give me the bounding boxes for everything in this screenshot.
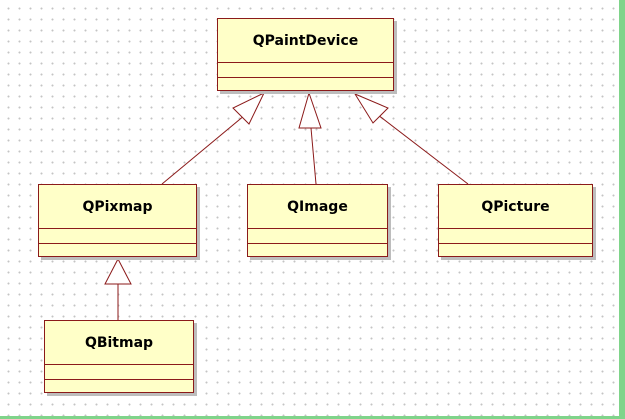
- class-name: QImage: [248, 185, 387, 229]
- class-qbitmap[interactable]: QBitmap: [44, 320, 194, 393]
- canvas-bottom-border: [0, 416, 625, 419]
- operations-compartment: [439, 244, 592, 257]
- class-qpicture[interactable]: QPicture: [438, 184, 593, 257]
- operations-compartment: [218, 78, 393, 91]
- generalization-qimage-qpaintdevice[interactable]: [298, 91, 322, 185]
- attributes-compartment: [45, 365, 193, 380]
- inheritance-arrow-icon: [104, 257, 132, 285]
- operations-compartment: [39, 244, 196, 257]
- class-qimage[interactable]: QImage: [247, 184, 388, 257]
- attributes-compartment: [39, 229, 196, 244]
- link-line: [310, 127, 317, 185]
- attributes-compartment: [218, 63, 393, 78]
- class-name: QPaintDevice: [218, 19, 393, 63]
- operations-compartment: [248, 244, 387, 257]
- attributes-compartment: [439, 229, 592, 244]
- generalization-qpicture-qpaintdevice[interactable]: [353, 92, 469, 185]
- inheritance-arrow-icon: [353, 92, 389, 124]
- attributes-compartment: [248, 229, 387, 244]
- inheritance-arrow-icon: [298, 91, 322, 129]
- class-name: QBitmap: [45, 321, 193, 365]
- link-line: [377, 114, 469, 185]
- canvas-right-border: [619, 0, 625, 419]
- inheritance-arrow-icon: [232, 91, 266, 125]
- class-qpixmap[interactable]: QPixmap: [38, 184, 197, 257]
- operations-compartment: [45, 380, 193, 393]
- link-line: [161, 114, 246, 185]
- class-name: QPixmap: [39, 185, 196, 229]
- generalization-qbitmap-qpixmap[interactable]: [104, 257, 132, 320]
- generalization-qpixmap-qpaintdevice[interactable]: [161, 91, 266, 185]
- class-name: QPicture: [439, 185, 592, 229]
- class-qpaintdevice[interactable]: QPaintDevice: [217, 18, 394, 91]
